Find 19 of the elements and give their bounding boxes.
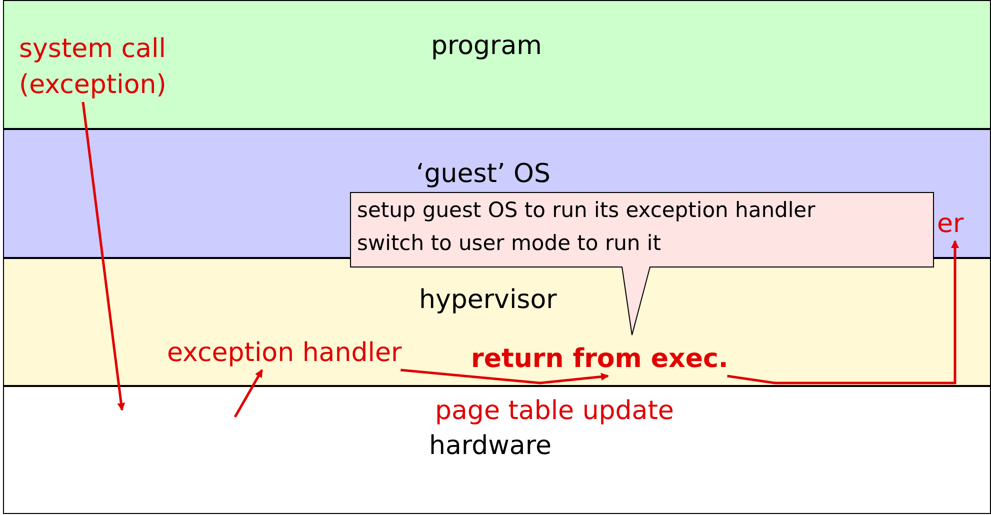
layer-title: ‘guest’ OS [416, 159, 550, 189]
arrow [400, 368, 609, 384]
annotation-text: exception handler [167, 335, 402, 371]
annotation-text: system call (exception) [19, 31, 209, 103]
arrow [82, 102, 126, 411]
layer-band [3, 386, 991, 514]
annotation-text: er [937, 206, 964, 242]
callout-text: setup guest OS to run its exception handler [357, 198, 816, 222]
layer-title: program [431, 31, 542, 61]
layer-band [3, 0, 991, 129]
arrow [727, 240, 959, 384]
edge-label: page table update [435, 396, 674, 426]
layer-title: hypervisor [419, 285, 557, 315]
layer-title: hardware [429, 431, 552, 461]
callout-text: switch to user mode to run it [357, 231, 661, 255]
arrow [234, 369, 264, 418]
annotation-text: return from exec. [471, 341, 728, 377]
callout-tooltip [350, 192, 934, 336]
layer-band [3, 258, 991, 386]
